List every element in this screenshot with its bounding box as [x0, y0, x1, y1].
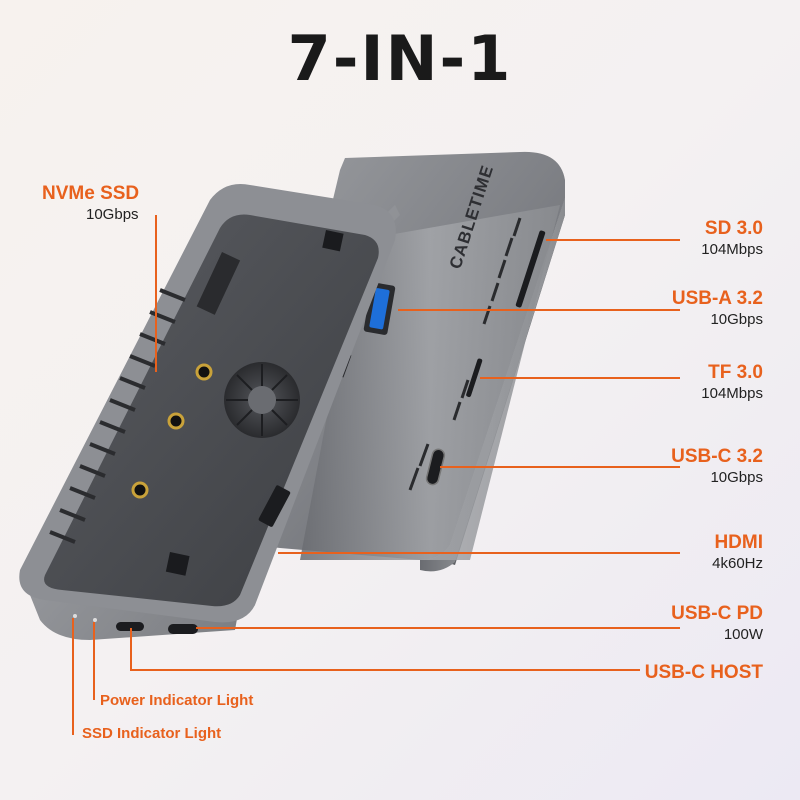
- label-usb-c-pd: USB-C PD 100W: [671, 603, 763, 643]
- power-indicator-light: [93, 618, 97, 622]
- label-power-indicator: Power Indicator Light: [100, 692, 254, 709]
- label-tf: TF 3.0 104Mbps: [701, 362, 763, 402]
- page-title: 7-IN-1: [287, 22, 513, 95]
- screw: [167, 412, 185, 430]
- label-usb-c: USB-C 3.2 10Gbps: [671, 446, 763, 486]
- rail-ribs: [49, 288, 186, 544]
- usb-c-port: [425, 448, 446, 486]
- label-hdmi: HDMI 4k60Hz: [712, 532, 763, 572]
- tf-slot: [466, 358, 483, 398]
- sd-slot: [515, 230, 546, 308]
- cooling-fan: [224, 362, 300, 438]
- hdmi-port: [258, 485, 291, 527]
- usb-c-pd-port: [168, 624, 198, 634]
- screw: [195, 363, 213, 381]
- ssd-enclosure: [19, 184, 400, 640]
- label-sd: SD 3.0 104Mbps: [701, 218, 763, 258]
- m2-connector: [196, 252, 241, 315]
- callout-lines: [72, 215, 680, 735]
- ssd-indicator-light: [73, 614, 77, 618]
- label-usb-c-host: USB-C HOST: [644, 662, 763, 683]
- screw: [131, 481, 149, 499]
- label-usb-a: USB-A 3.2 10Gbps: [671, 288, 763, 328]
- label-ssd-indicator: SSD Indicator Light: [82, 725, 222, 742]
- usb-c-host-port: [116, 622, 144, 631]
- label-nvme-ssd: NVMe SSD 10Gbps: [42, 183, 140, 223]
